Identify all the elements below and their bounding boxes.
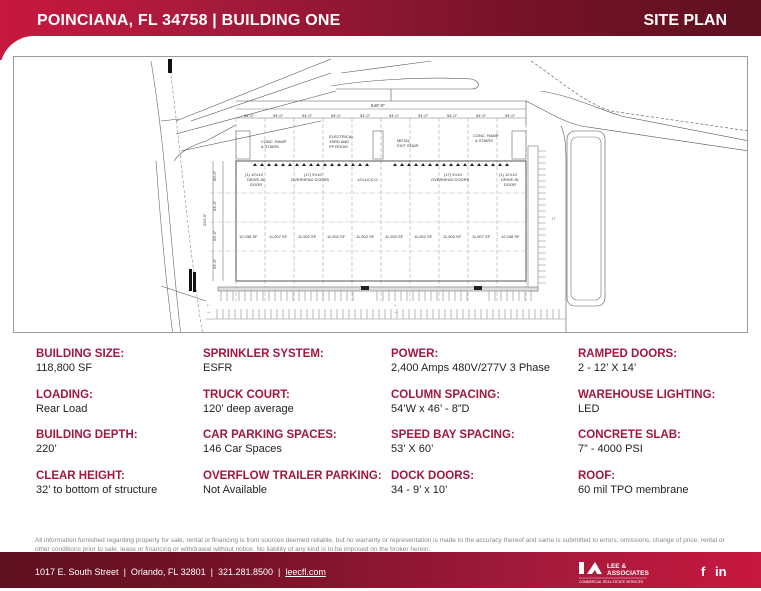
svg-text:(17) 9'x10': (17) 9'x10' bbox=[304, 172, 323, 177]
la-logo-icon: LEE & ASSOCIATES COMMERCIAL REAL ESTATE … bbox=[579, 562, 649, 584]
footer: 1017 E. South Street | Orlando, FL 32801… bbox=[0, 552, 761, 588]
svg-text:FP ROOM: FP ROOM bbox=[329, 144, 348, 149]
spec-trailer-parking: OVERFLOW TRAILER PARKING:Not Available bbox=[203, 469, 382, 496]
specs-column-1: BUILDING SIZE:118,800 SF LOADING:Rear Lo… bbox=[36, 347, 216, 509]
svg-text:54'-0": 54'-0" bbox=[331, 113, 342, 118]
lee-associates-logo: LEE & ASSOCIATES COMMERCIAL REAL ESTATE … bbox=[577, 560, 677, 586]
svg-text:DOOR: DOOR bbox=[250, 182, 262, 187]
spec-sprinkler: SPRINKLER SYSTEM:ESFR bbox=[203, 348, 324, 374]
street-address: 1017 E. South Street bbox=[35, 567, 119, 577]
linkedin-icon[interactable]: in bbox=[714, 564, 727, 579]
svg-text:220'-0": 220'-0" bbox=[202, 213, 207, 226]
spec-roof: ROOF:60 mil TPO membrane bbox=[578, 469, 689, 496]
contact-info: 1017 E. South Street | Orlando, FL 32801… bbox=[35, 567, 326, 577]
svg-text:540'-0": 540'-0" bbox=[371, 103, 385, 108]
spec-power: POWER:2,400 Amps 480V/277V 3 Phase bbox=[391, 348, 551, 374]
svg-text:54'-0": 54'-0" bbox=[447, 113, 458, 118]
svg-text:& STAIRS: & STAIRS bbox=[261, 144, 279, 149]
svg-text:DRIVE-IN: DRIVE-IN bbox=[501, 177, 519, 182]
specs-column-2: SPRINKLER SYSTEM:ESFR TRUCK COURT:120’ d… bbox=[203, 347, 383, 509]
page-title: POINCIANA, FL 34758 | BUILDING ONE bbox=[37, 12, 341, 29]
svg-text:53'-4": 53'-4" bbox=[212, 200, 217, 211]
svg-text:11,902 SF: 11,902 SF bbox=[327, 234, 346, 239]
social-links: f in bbox=[701, 564, 733, 579]
svg-text:OVERHEAD DOORS: OVERHEAD DOORS bbox=[291, 177, 330, 182]
svg-text:EXIT STAIR: EXIT STAIR bbox=[397, 143, 419, 148]
spec-clear-height: CLEAR HEIGHT:32’ to bottom of structure bbox=[36, 469, 158, 496]
spec-car-parking: CAR PARKING SPACES:146 Car Spaces bbox=[203, 429, 337, 455]
spec-column-spacing: COLUMN SPACING:54’W x 46’ - 8”D bbox=[391, 388, 501, 415]
svg-text:54'-0": 54'-0" bbox=[389, 113, 400, 118]
svg-text:←: ← bbox=[393, 302, 398, 308]
svg-text:(17) 9'x10': (17) 9'x10' bbox=[444, 172, 463, 177]
svg-text:11,902 SF: 11,902 SF bbox=[298, 234, 317, 239]
svg-text:YARD AND: YARD AND bbox=[329, 139, 349, 144]
svg-text:(1) 12'x14': (1) 12'x14' bbox=[499, 172, 518, 177]
svg-text:54'-0": 54'-0" bbox=[244, 113, 255, 118]
svg-text:DOOR: DOOR bbox=[504, 182, 516, 187]
svg-text:ELECTRICAL: ELECTRICAL bbox=[329, 134, 354, 139]
spec-building-depth: BUILDING DEPTH:220’ bbox=[36, 429, 138, 455]
specs-column-3: POWER:2,400 Amps 480V/277V 3 Phase COLUM… bbox=[391, 347, 571, 509]
svg-text:54'-0": 54'-0" bbox=[273, 113, 284, 118]
svg-text:60'-0": 60'-0" bbox=[212, 170, 217, 181]
svg-text:12,038 SF: 12,038 SF bbox=[501, 234, 520, 239]
svg-text:12,038 SF: 12,038 SF bbox=[239, 234, 258, 239]
spec-truck-court: TRUCK COURT:120’ deep average bbox=[203, 388, 294, 415]
spec-concrete-slab: CONCRETE SLAB:7” - 4000 PSI bbox=[578, 429, 681, 455]
svg-text:COMMERCIAL REAL ESTATE SERVICE: COMMERCIAL REAL ESTATE SERVICES bbox=[579, 580, 644, 584]
spec-building-size: BUILDING SIZE:118,800 SF bbox=[36, 348, 125, 374]
spec-loading: LOADING:Rear Load bbox=[36, 388, 93, 415]
website-link[interactable]: leecfl.com bbox=[285, 567, 326, 577]
svg-text:12'x14' K.O.: 12'x14' K.O. bbox=[357, 177, 379, 182]
svg-text:OVERHEAD DOORS: OVERHEAD DOORS bbox=[431, 177, 470, 182]
spec-dock-doors: DOCK DOORS:34 - 9’ x 10’ bbox=[391, 469, 475, 496]
site-plan-drawing: 540'-0" 54'-0" 54'-0" 54'-0" 54'-0" 54'-0" 5… bbox=[13, 56, 748, 333]
svg-text:←: ← bbox=[206, 302, 211, 308]
svg-text:& STAIRS: & STAIRS bbox=[475, 138, 493, 143]
facebook-icon[interactable]: f bbox=[701, 564, 706, 579]
svg-text:CONC. RAMP: CONC. RAMP bbox=[261, 139, 287, 144]
spec-speed-bay: SPEED BAY SPACING:53’ X 60’ bbox=[391, 429, 515, 455]
svg-text:11,902 SF: 11,902 SF bbox=[414, 234, 433, 239]
svg-text:ASSOCIATES: ASSOCIATES bbox=[607, 570, 649, 577]
svg-text:54'-0": 54'-0" bbox=[302, 113, 313, 118]
svg-text:(1) 12'x14': (1) 12'x14' bbox=[245, 172, 264, 177]
svg-text:53'-4": 53'-4" bbox=[212, 258, 217, 269]
svg-text:54'-0": 54'-0" bbox=[505, 113, 516, 118]
svg-text:54'-0": 54'-0" bbox=[476, 113, 487, 118]
svg-text:METAL: METAL bbox=[397, 138, 411, 143]
section-title: SITE PLAN bbox=[643, 12, 727, 29]
svg-text:→: → bbox=[393, 309, 398, 315]
svg-text:↓↑: ↓↑ bbox=[551, 216, 556, 222]
svg-text:11,902 SF: 11,902 SF bbox=[443, 234, 462, 239]
svg-text:11,907 SF: 11,907 SF bbox=[472, 234, 491, 239]
spec-ramped-doors: RAMPED DOORS:2 - 12’ X 14’ bbox=[578, 348, 678, 374]
svg-text:CONC. RAMP: CONC. RAMP bbox=[473, 133, 499, 138]
svg-text:54'-0": 54'-0" bbox=[360, 113, 371, 118]
svg-text:DRIVE-IN: DRIVE-IN bbox=[247, 177, 265, 182]
city-address: Orlando, FL 32801 bbox=[130, 567, 206, 577]
svg-text:11,902 SF: 11,902 SF bbox=[385, 234, 404, 239]
spec-lighting: WAREHOUSE LIGHTING:LED bbox=[578, 388, 716, 415]
specs-column-4: RAMPED DOORS:2 - 12’ X 14’ WAREHOUSE LIG… bbox=[578, 347, 758, 509]
svg-text:54'-0": 54'-0" bbox=[418, 113, 429, 118]
svg-text:11,907 SF: 11,907 SF bbox=[269, 234, 288, 239]
svg-text:11,902 SF: 11,902 SF bbox=[356, 234, 375, 239]
legal-disclaimer: All information furnished regarding prop… bbox=[35, 537, 725, 553]
svg-text:LEE &: LEE & bbox=[607, 563, 626, 570]
svg-text:53'-4": 53'-4" bbox=[212, 230, 217, 241]
phone-number: 321.281.8500 bbox=[217, 567, 274, 577]
svg-text:→: → bbox=[206, 309, 211, 315]
